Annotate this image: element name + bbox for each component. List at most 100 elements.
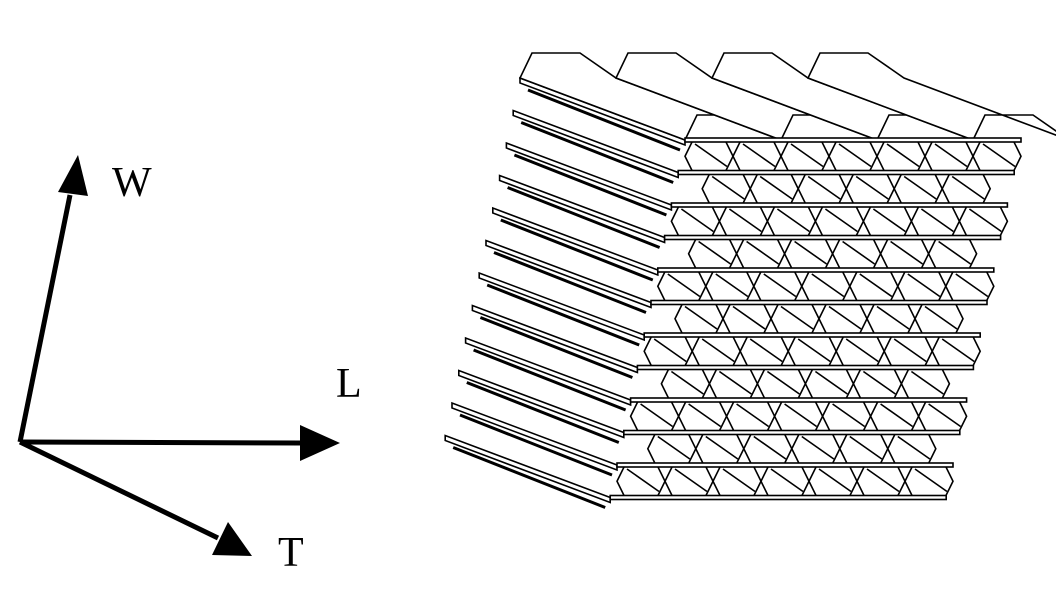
hexagon-cell (941, 171, 992, 206)
cell-diagonal (951, 175, 985, 200)
depth-cell-wall (473, 348, 627, 412)
hexagon-cell (704, 269, 755, 304)
depth-cell-wall (527, 88, 681, 152)
cell-diagonal (818, 468, 852, 493)
cell-diagonal (814, 370, 848, 395)
cell-diagonal (718, 370, 752, 395)
hexagon-cell (958, 204, 1009, 239)
cell-diagonal (968, 208, 1002, 233)
cell-diagonal (770, 468, 804, 493)
depth-sheet (464, 336, 632, 407)
depth-sheet (505, 141, 673, 212)
cell-diagonal (684, 305, 718, 330)
hexagon-cell (787, 334, 838, 369)
hexagon-cell (732, 139, 782, 174)
hexagon-cell (646, 431, 697, 466)
hexagon-cell (862, 204, 913, 239)
hexagon-cell (914, 301, 964, 336)
hexagon-cell (664, 464, 714, 499)
w-arrowhead (58, 155, 88, 196)
honeycomb-block (444, 52, 1056, 509)
cell-diagonal (688, 403, 722, 428)
hexagon-cell (879, 236, 930, 271)
t-axis (18, 439, 220, 541)
hexagon-cell (910, 204, 961, 239)
cell-diagonal (872, 208, 906, 233)
depth-sheet (444, 434, 612, 504)
hexagon-cell (927, 236, 978, 271)
cell-diagonal (746, 240, 780, 265)
hexagon-cell (797, 171, 848, 206)
hexagon-cell (856, 464, 906, 499)
cell-diagonal (759, 175, 793, 200)
cell-diagonal (780, 305, 814, 330)
hexagon-cell (886, 431, 937, 466)
cell-diagonal (674, 468, 708, 493)
cell-diagonal (849, 435, 883, 460)
cell-diagonal (680, 208, 714, 233)
hexagon-cell (691, 334, 742, 369)
l-label: L (336, 361, 362, 407)
hexagon-cell (694, 431, 745, 466)
cell-diagonal (715, 273, 749, 298)
cell-diagonal (784, 403, 818, 428)
cell-diagonal (897, 435, 931, 460)
cell-diagonal (698, 240, 732, 265)
cell-diagonal (640, 403, 674, 428)
hexagon-cell (883, 334, 934, 369)
depth-sheet (471, 304, 639, 374)
depth-cell-wall (479, 316, 633, 379)
cell-diagonal (924, 305, 958, 330)
depth-cell-wall (493, 251, 647, 314)
face-sheet (616, 462, 954, 468)
hexagon-cell (900, 366, 951, 401)
hexagon-cell (756, 366, 807, 401)
cell-diagonal (794, 240, 828, 265)
cell-diagonal (955, 273, 989, 298)
hexagon-cell (808, 464, 858, 499)
hexagon-cell (656, 269, 707, 304)
depth-cell-wall (507, 186, 661, 249)
cell-diagonal (907, 273, 941, 298)
cell-diagonal (701, 338, 735, 363)
hexagon-cell (766, 204, 817, 239)
hexagon-cell (674, 301, 724, 336)
depth-sheet (498, 174, 666, 244)
hexagon-cell (917, 399, 968, 434)
cell-diagonal (866, 468, 900, 493)
hexagon-cell (780, 139, 830, 174)
hexagon-cell (790, 431, 841, 466)
cell-diagonal (728, 208, 762, 233)
face-sheet (684, 137, 1022, 143)
hexagon-cell (838, 431, 889, 466)
hexagon-cell (677, 399, 728, 434)
cell-diagonal (694, 143, 728, 168)
face-sheet (677, 169, 1016, 176)
cell-diagonal (807, 175, 841, 200)
cell-diagonal (828, 305, 862, 330)
depth-cell-wall (520, 121, 674, 184)
cell-diagonal (763, 273, 797, 298)
hexagon-cell (701, 171, 752, 206)
hexagon-cell (752, 269, 803, 304)
hexagon-cell (893, 171, 944, 206)
hexagon-cell (866, 301, 916, 336)
hexagon-cell (660, 366, 711, 401)
l-arrowhead (300, 425, 340, 461)
depth-cell-wall (466, 381, 620, 444)
hexagon-cell (818, 301, 868, 336)
depth-cell-wall (459, 413, 613, 477)
hexagon-cell (848, 269, 899, 304)
cell-diagonal (736, 403, 770, 428)
cell-diagonal (722, 468, 756, 493)
hexagon-cell (629, 399, 680, 434)
cell-diagonal (893, 338, 927, 363)
hexagon-cell (735, 236, 786, 271)
cell-diagonal (862, 370, 896, 395)
hexagon-cell (616, 464, 666, 499)
cell-diagonal (653, 338, 687, 363)
face-sheet (656, 267, 995, 273)
hexagon-cell (773, 399, 824, 434)
w-axis (17, 194, 73, 443)
